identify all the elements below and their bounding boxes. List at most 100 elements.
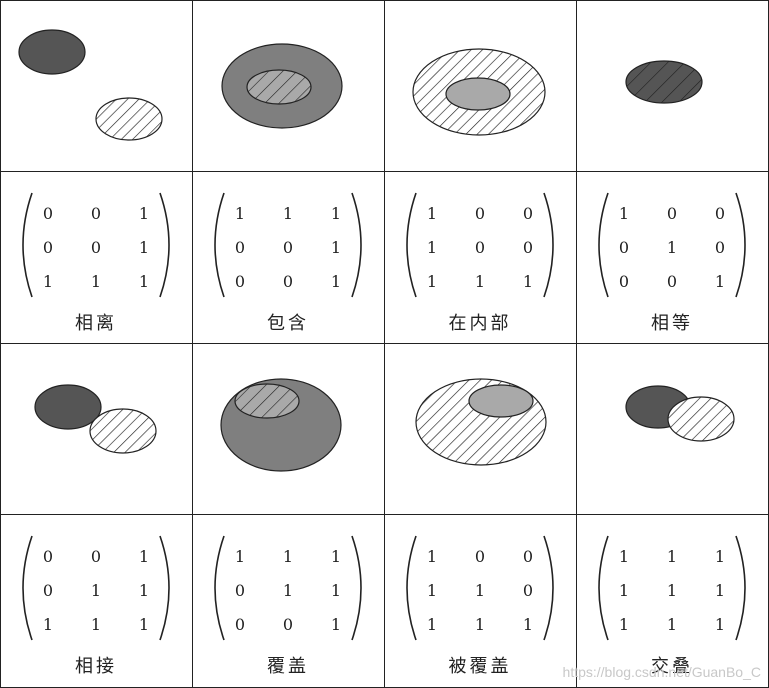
- matrix-entry: 1: [426, 581, 438, 600]
- matrix-entry: 1: [138, 204, 150, 223]
- matrix-entry: 1: [618, 547, 630, 566]
- matrix-entry: 1: [330, 547, 342, 566]
- matrix-entry: 1: [666, 547, 678, 566]
- relation-label: 在内部: [448, 313, 512, 334]
- matrix-entry: 1: [138, 615, 150, 634]
- matrix-entry: 0: [282, 238, 294, 257]
- region-b: [89, 408, 157, 454]
- region-a: [445, 77, 511, 111]
- matrix-entry: 1: [714, 272, 726, 291]
- matrix-entry: 1: [42, 615, 54, 634]
- matrix-entry: 1: [330, 238, 342, 257]
- matrix-entry: 0: [474, 547, 486, 566]
- right-paren: [543, 535, 554, 641]
- region-b: [95, 97, 163, 141]
- matrix-entry: 1: [90, 615, 102, 634]
- matrix-entry: 1: [282, 204, 294, 223]
- matrix-entry: 0: [522, 204, 534, 223]
- matrix-entry: 0: [618, 238, 630, 257]
- left-paren: [406, 535, 417, 641]
- right-paren: [351, 192, 362, 298]
- matrix-entry: 1: [714, 615, 726, 634]
- left-paren: [22, 192, 33, 298]
- region-a: [468, 384, 534, 418]
- matrix-entry: 0: [282, 272, 294, 291]
- diagram-covers: [220, 378, 342, 472]
- left-paren: [22, 535, 33, 641]
- matrix-entry: 1: [666, 581, 678, 600]
- matrix-entry: 0: [234, 272, 246, 291]
- matrix-entry: 1: [426, 615, 438, 634]
- matrix-entry: 1: [138, 272, 150, 291]
- matrix-entry: 1: [282, 581, 294, 600]
- left-paren: [598, 192, 609, 298]
- right-paren: [159, 192, 170, 298]
- matrix-entry: 0: [714, 238, 726, 257]
- matrix-entry: 0: [234, 615, 246, 634]
- region-a: [18, 29, 86, 75]
- right-paren: [351, 535, 362, 641]
- left-paren: [598, 535, 609, 641]
- left-paren: [214, 535, 225, 641]
- relation-label: 相离: [75, 313, 117, 334]
- matrix-entry: 1: [234, 547, 246, 566]
- matrix-entry: 0: [474, 238, 486, 257]
- relation-label: 被覆盖: [448, 656, 512, 677]
- diagram-equal: [625, 60, 703, 104]
- matrix-entry: 0: [90, 238, 102, 257]
- matrix-entry: 1: [618, 204, 630, 223]
- matrix-entry: 1: [714, 581, 726, 600]
- diagram-touch: [34, 384, 157, 454]
- matrix-entry: 1: [138, 547, 150, 566]
- region-b: [246, 69, 312, 105]
- matrix-entry: 0: [42, 204, 54, 223]
- region-b: [234, 383, 300, 419]
- matrix-entry: 1: [330, 581, 342, 600]
- matrix-entry: 0: [234, 581, 246, 600]
- right-paren: [159, 535, 170, 641]
- matrix-entry: 1: [474, 272, 486, 291]
- diagram-disjoint: [18, 29, 163, 141]
- matrix-entry: 1: [330, 615, 342, 634]
- matrix-entry: 1: [138, 581, 150, 600]
- right-paren: [735, 192, 746, 298]
- matrix-entry: 1: [42, 272, 54, 291]
- matrix-entry: 0: [522, 238, 534, 257]
- matrix-entry: 0: [714, 204, 726, 223]
- matrix-entry: 1: [138, 238, 150, 257]
- matrix-entry: 0: [522, 547, 534, 566]
- matrix-entry: 1: [522, 615, 534, 634]
- matrix-entry: 1: [522, 272, 534, 291]
- matrix-entry: 0: [666, 272, 678, 291]
- matrix-entry: 1: [426, 238, 438, 257]
- relation-label: 相等: [651, 313, 693, 334]
- relation-label: 包含: [267, 313, 309, 334]
- matrix-entry: 1: [426, 204, 438, 223]
- matrix-entry: 0: [42, 547, 54, 566]
- matrix-entry: 1: [474, 615, 486, 634]
- matrix-entry: 0: [42, 238, 54, 257]
- matrix-entry: 1: [714, 547, 726, 566]
- left-paren: [214, 192, 225, 298]
- matrix-entry: 1: [666, 238, 678, 257]
- matrix-entry: 1: [330, 204, 342, 223]
- relation-label: 相接: [75, 656, 117, 677]
- right-paren: [735, 535, 746, 641]
- matrix-entry: 0: [618, 272, 630, 291]
- matrix-entry: 1: [474, 581, 486, 600]
- matrix-entry: 0: [90, 204, 102, 223]
- matrix-entry: 1: [90, 581, 102, 600]
- matrix-entry: 1: [282, 547, 294, 566]
- diagram-covered-by: [415, 378, 547, 466]
- diagram-inside: [412, 48, 546, 136]
- matrix-entry: 0: [522, 581, 534, 600]
- matrix-entry: 0: [234, 238, 246, 257]
- matrix-entry: 1: [330, 272, 342, 291]
- right-paren: [543, 192, 554, 298]
- matrix-entry: 1: [666, 615, 678, 634]
- watermark: https://blog.csdn.net/GuanBo_C: [562, 664, 761, 680]
- region-ab: [625, 60, 703, 104]
- region-b: [667, 396, 735, 442]
- matrix-entry: 1: [90, 272, 102, 291]
